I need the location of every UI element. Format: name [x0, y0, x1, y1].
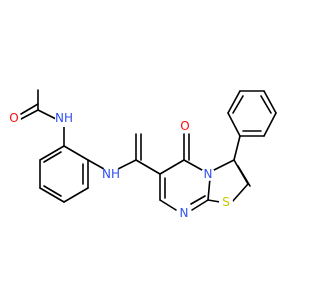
bond-phenyl-link	[233, 135, 241, 161]
atom-nh-amide: NH	[102, 167, 120, 181]
bond-thz-4	[207, 199, 221, 203]
bond-benz-1	[63, 145, 89, 161]
bond-pyr-5	[159, 199, 177, 211]
bond-thz-3	[231, 183, 249, 203]
bond-pyr-inner-b	[190, 195, 206, 205]
bond-acetyl-co-a	[20, 109, 39, 120]
atom-oxygen-carbonyl: O	[180, 119, 189, 133]
atom-nitrogen-ring: N	[180, 206, 189, 220]
bond-pyr-3	[207, 177, 211, 201]
bond-nh-amide-c	[117, 159, 137, 170]
bond-thz-inner	[237, 165, 251, 187]
bond-amide-c-ring	[135, 159, 161, 175]
atom-nitrogen-fused: N	[204, 167, 213, 181]
bond-ring-nh-amide	[87, 159, 105, 170]
bond-ph-2	[227, 90, 241, 114]
bond-ph-4	[263, 90, 277, 114]
bond-pyr-4	[191, 199, 209, 211]
structure-diagram: O NH NH O N N S	[9, 89, 277, 220]
bond-ph-inner-a	[232, 95, 244, 114]
bond-benz-4	[39, 187, 65, 203]
molecule-canvas: O NH NH O N N S	[9, 89, 277, 220]
bond-benz-3	[63, 187, 89, 203]
bond-acetyl-co-b	[20, 103, 39, 115]
bond-ph-1	[227, 112, 241, 137]
atom-sulfur-thiazole: S	[222, 195, 230, 209]
bond-benz-inner-b	[43, 185, 62, 197]
bond-acetyl-cn	[37, 109, 57, 120]
bond-benz-inner-c	[43, 151, 62, 163]
bond-pyr-1	[159, 159, 185, 175]
atom-nh-acetamide: NH	[55, 111, 73, 125]
bond-pyr-2	[183, 159, 203, 171]
bond-ph-inner-b	[260, 95, 272, 114]
bond-thz-1	[213, 159, 235, 171]
bond-benz-6	[39, 145, 65, 161]
bond-ph-5	[263, 112, 277, 137]
atom-oxygen-acetyl: O	[9, 111, 18, 125]
